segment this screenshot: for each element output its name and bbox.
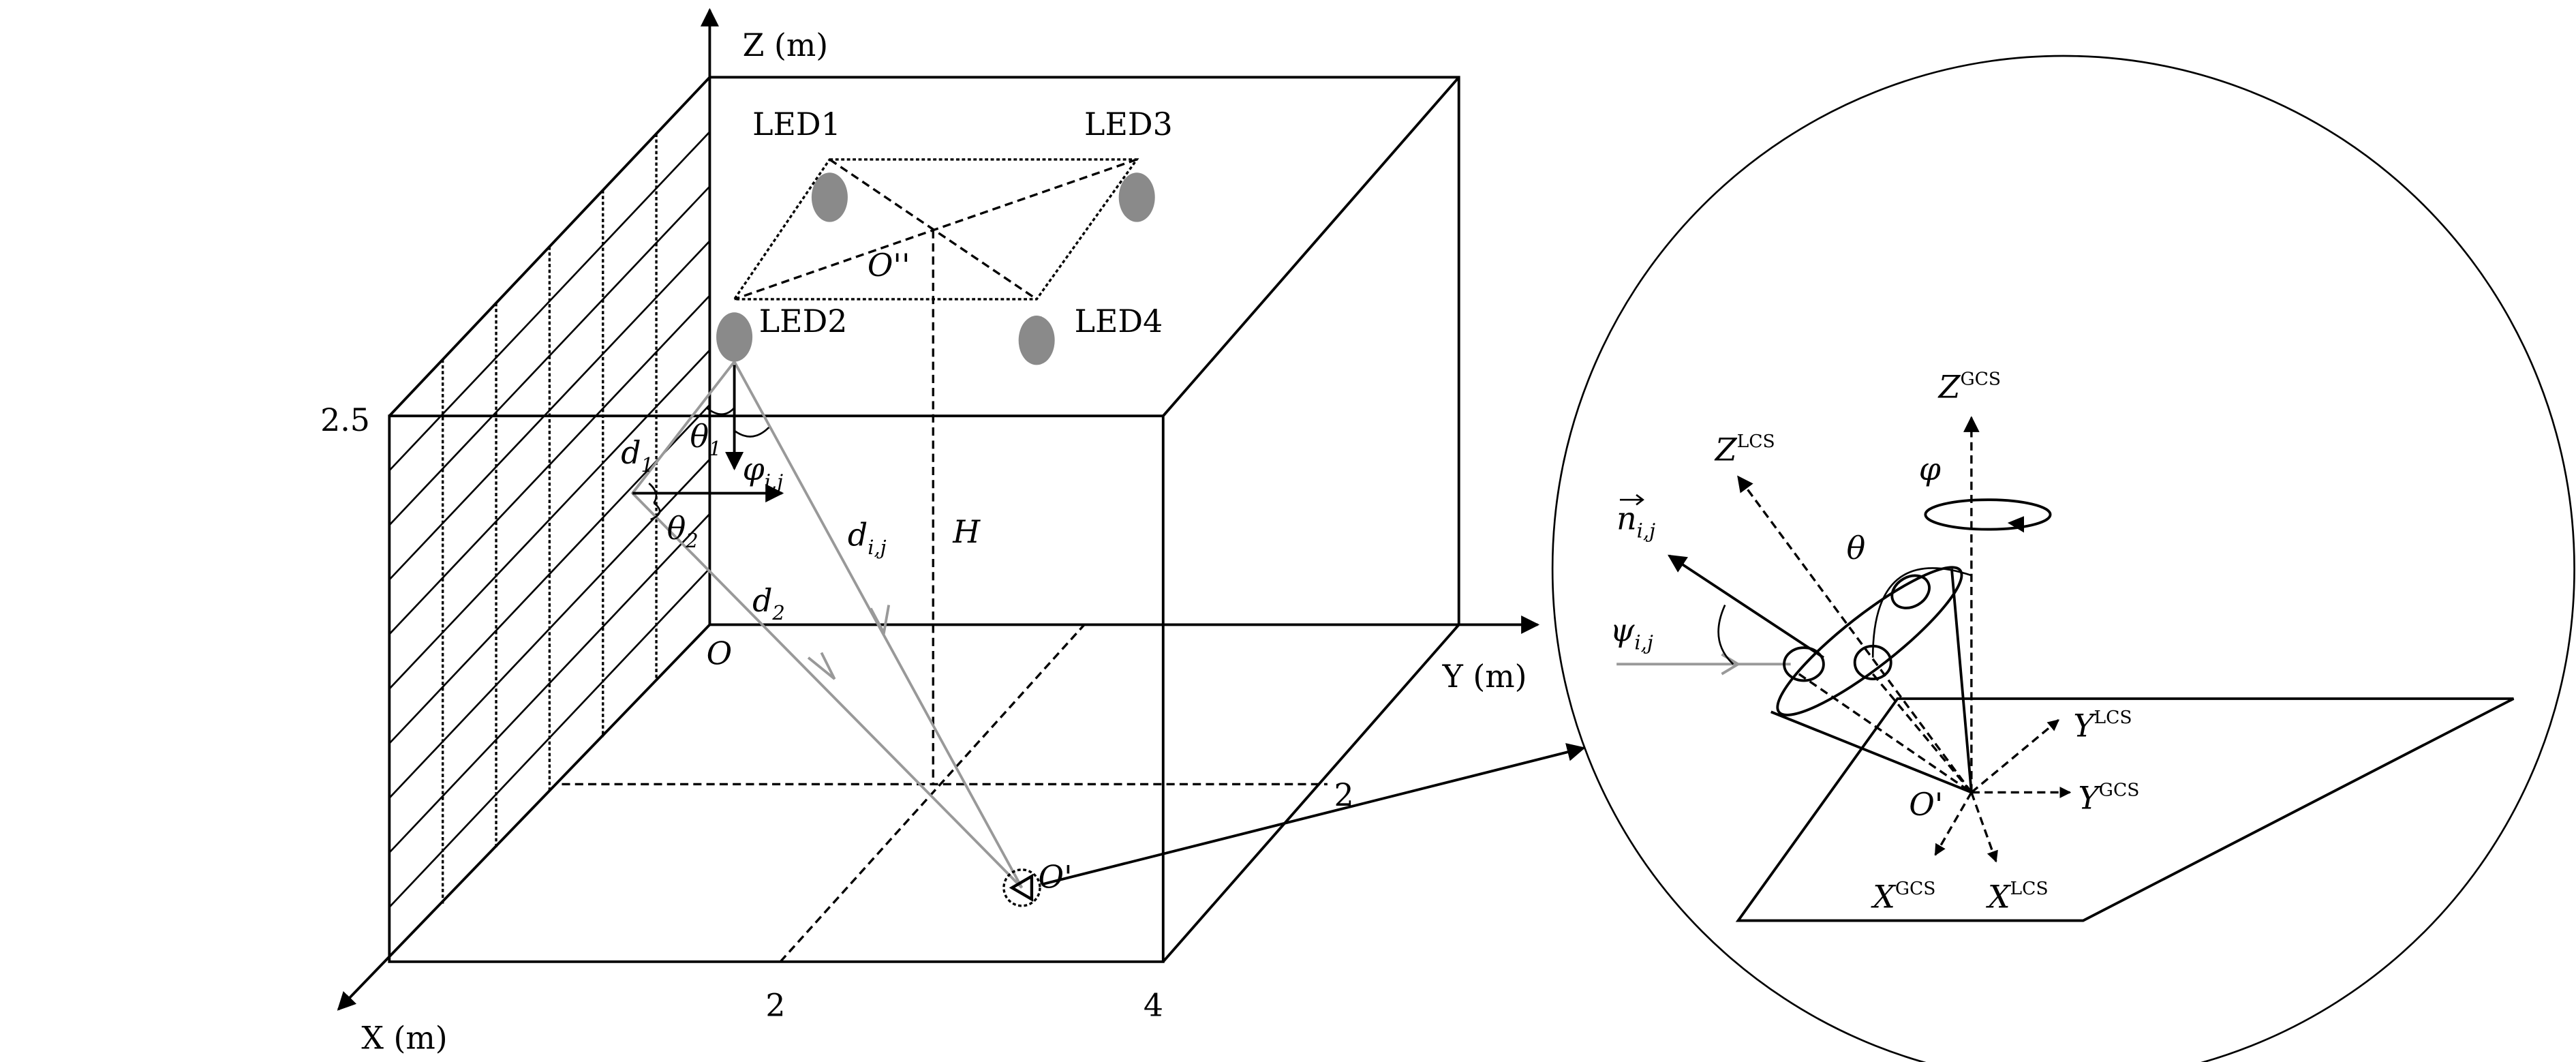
led4-icon <box>1018 316 1055 365</box>
y-gcs-label: YGCS <box>2079 779 2140 816</box>
phi-label: φi,j <box>743 451 784 493</box>
wall-grid-line <box>388 294 711 635</box>
receiver-label: O' <box>1039 858 1073 895</box>
varphi-rotation-icon <box>1924 498 2052 531</box>
normal-vector <box>1668 554 1824 659</box>
led2-label: LED2 <box>759 303 848 339</box>
psi-arc <box>1717 604 1734 665</box>
angle-arcs <box>648 407 770 521</box>
varphi-label: φ <box>1919 451 1941 487</box>
led4-label: LED4 <box>1075 303 1163 339</box>
vector-arrow-icon <box>1619 494 1644 506</box>
normal-label: ni,j <box>1616 500 1655 543</box>
led-plane <box>732 158 1139 301</box>
inset-origin-label: O' <box>1909 786 1943 823</box>
los-ray <box>733 361 1024 889</box>
origin-label: O <box>707 635 733 671</box>
wall-grid-line <box>388 458 711 799</box>
theta1-label: θ1 <box>690 418 722 460</box>
room: Z (m) Y (m) X (m) 2.5 2 2 4 O O'' O' H L… <box>320 7 1586 1057</box>
wall-grid-line <box>388 185 711 526</box>
x-lcs-label: XLCS <box>1986 878 2049 915</box>
receiver-icon <box>1002 868 1041 907</box>
y-axis-label: Y (m) <box>1442 658 1527 695</box>
y-lcs-axis <box>1970 719 2059 793</box>
d1-label: d1 <box>621 434 654 476</box>
z-gcs-label: ZGCS <box>1937 368 2001 405</box>
height-tick: 2.5 <box>320 401 370 438</box>
led1-icon <box>811 172 848 222</box>
receiver-inset: ZGCS ZLCS YLCS YGCS XGCS XLCS ni,j ψi,j … <box>1552 55 2575 1062</box>
x-tick-2: 2 <box>765 986 785 1023</box>
psi-label: ψi,j <box>1610 612 1653 654</box>
receiver-triangle <box>1009 873 1034 902</box>
wall-grid-line <box>388 240 711 581</box>
psi-ray <box>1616 653 1791 676</box>
y-tick-2: 2 <box>1334 776 1354 813</box>
theta-arc <box>1871 567 1972 658</box>
wall-grid-line <box>388 131 711 472</box>
led1-label: LED1 <box>752 106 841 142</box>
led-bulbs <box>716 172 1155 365</box>
x-lcs-axis <box>1970 791 1998 863</box>
led3-label: LED3 <box>1084 106 1173 142</box>
d2-label: d2 <box>752 582 785 624</box>
theta-label: θ <box>1847 530 1866 566</box>
zoom-arrow <box>1041 743 1586 886</box>
wall-grid-line <box>388 568 711 908</box>
height-label: H <box>952 513 981 550</box>
svg-text:Z (m): Z (m) <box>743 27 829 63</box>
led-diagonals <box>734 158 1137 301</box>
x-axis-label: X (m) <box>361 1020 447 1057</box>
center-label: O'' <box>868 247 910 284</box>
x-gcs-axis <box>1934 791 1973 856</box>
x-axis <box>337 624 711 1011</box>
wall-grid-line <box>388 349 711 690</box>
led3-icon <box>1118 172 1155 222</box>
y-lcs-label: YLCS <box>2073 707 2132 744</box>
z-axis-label: Z (m) <box>743 27 829 63</box>
wall-grid-line <box>388 513 711 853</box>
x-tick-4: 4 <box>1144 986 1163 1023</box>
receiver-plane <box>1735 697 2515 922</box>
z-lcs-label: ZLCS <box>1714 431 1775 468</box>
theta2-label: θ2 <box>667 510 699 552</box>
tilted-receiver-icon <box>1770 566 1973 794</box>
floor-midlines <box>562 624 1328 963</box>
led2-icon <box>716 312 753 362</box>
x-gcs-label: XGCS <box>1871 878 1935 915</box>
inset-circle <box>1552 55 2575 1062</box>
room-edges <box>388 76 1460 963</box>
dij-label: di,j <box>848 517 887 559</box>
